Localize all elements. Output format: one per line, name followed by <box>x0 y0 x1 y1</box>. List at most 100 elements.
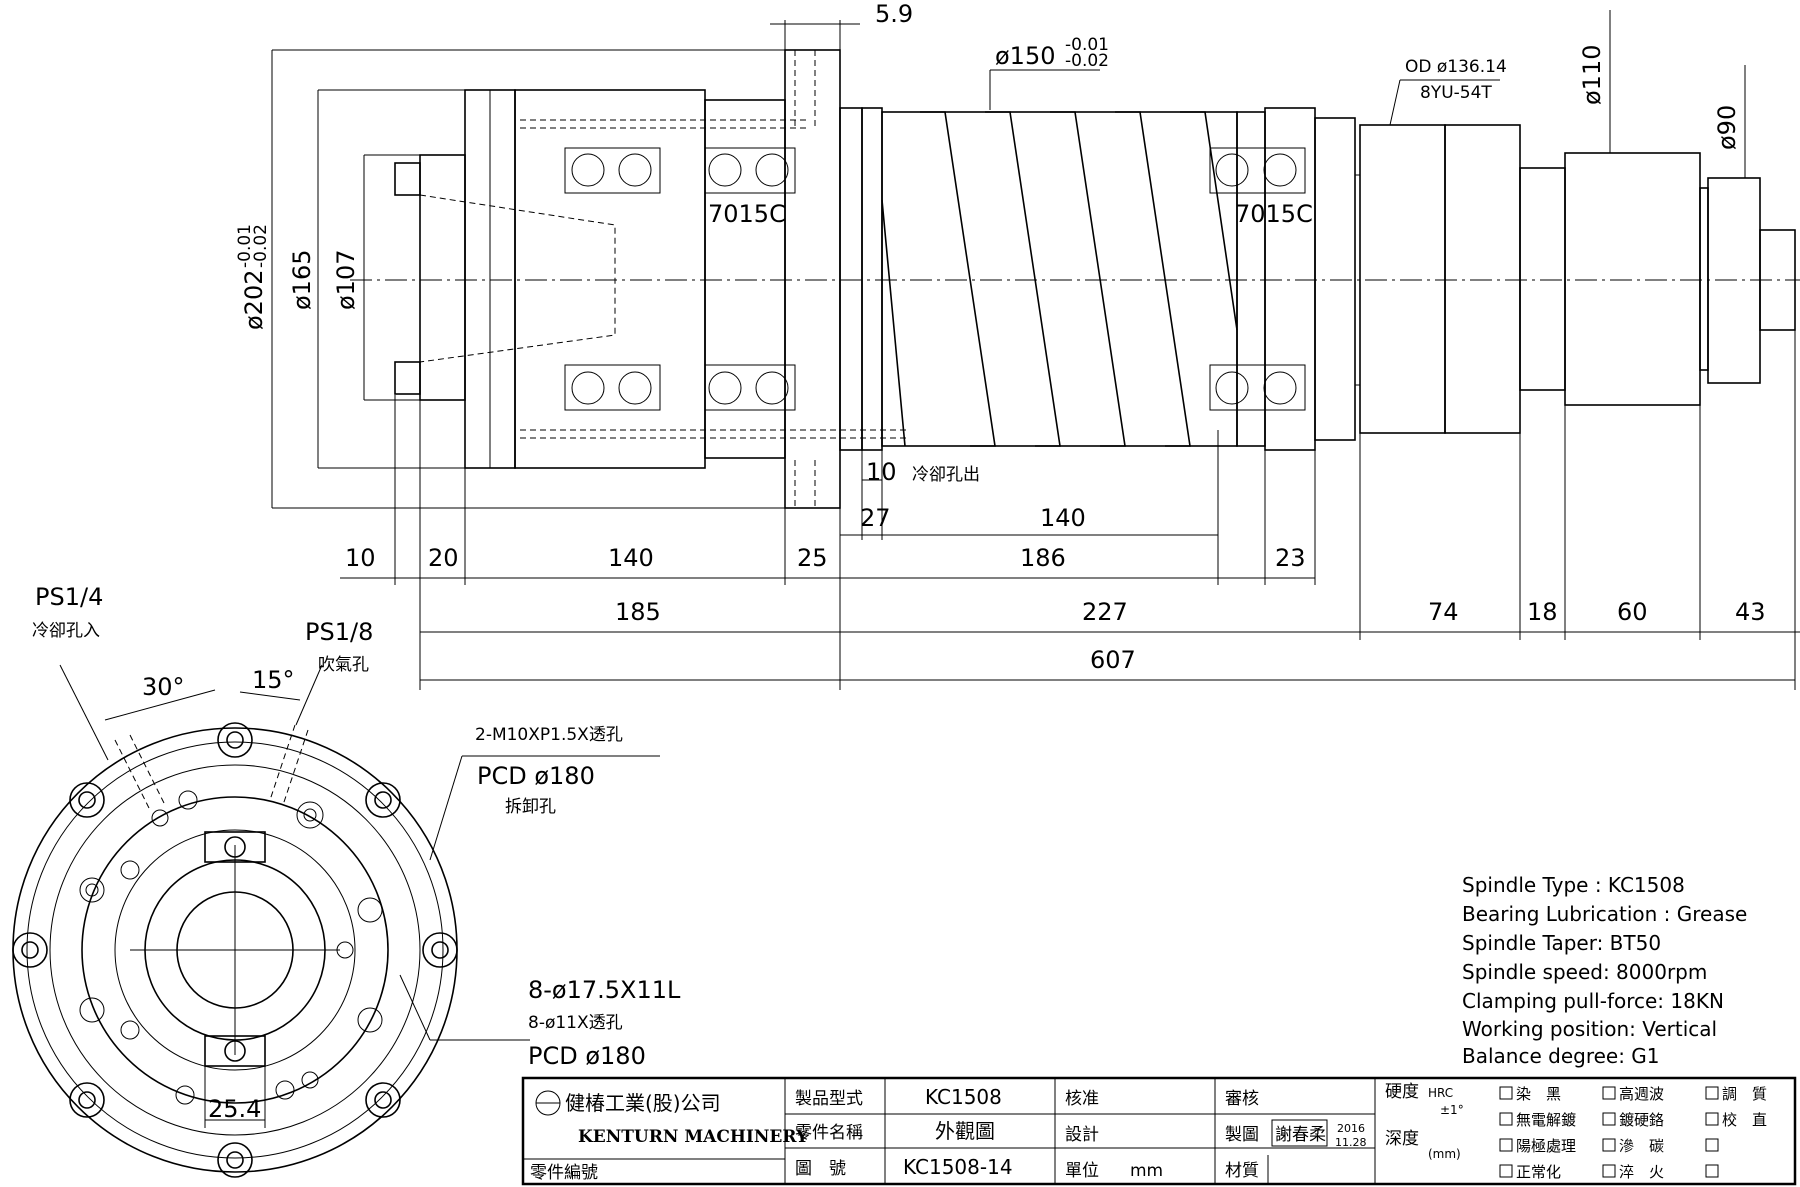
treatment-straighten: 校 直 <box>1722 1111 1767 1129</box>
checkbox[interactable] <box>1499 1112 1513 1126</box>
unit-label: 單位 <box>1065 1161 1099 1181</box>
checkbox[interactable] <box>1499 1138 1513 1152</box>
pcd-top-label: PCD ø180 <box>477 762 595 790</box>
checkbox[interactable] <box>1602 1112 1616 1126</box>
dia-202-tol-lower: -0.02 <box>251 224 271 268</box>
front-leaders <box>59 664 660 1128</box>
flange-gap-label: 5.9 <box>875 0 913 28</box>
drawing-no-label: 圖 號 <box>795 1159 846 1179</box>
ps14-desc: 冷卻孔入 <box>32 621 100 641</box>
pcd-bottom-label: PCD ø180 <box>528 1042 646 1070</box>
spiral-dia-label: ø150 <box>995 42 1056 70</box>
thread-label: 8YU-54T <box>1420 83 1492 103</box>
total-length-607: 607 <box>1090 646 1136 674</box>
spec-lubrication: Bearing Lubrication : Grease <box>1462 902 1747 926</box>
row2-dim-227: 227 <box>1082 598 1128 626</box>
ps18-desc: 吹氣孔 <box>318 655 369 675</box>
draw-label: 製圖 <box>1225 1125 1259 1145</box>
row2-dim-18: 18 <box>1527 598 1558 626</box>
spiral-tol-upper: -0.01 <box>1065 35 1109 55</box>
dia-110-label: ø110 <box>1578 45 1606 106</box>
checkbox[interactable] <box>1705 1138 1719 1152</box>
bearings <box>564 147 1306 411</box>
spiral-grooves <box>881 111 1238 447</box>
spiral-tol-lower: -0.02 <box>1065 51 1109 71</box>
row1-dim-25: 25 <box>797 544 828 572</box>
dia-107-label: ø107 <box>332 250 360 311</box>
inner-bolt-holes <box>79 790 383 1105</box>
dia-165-label: ø165 <box>288 250 316 311</box>
m10-label: 2-M10XP1.5X透孔 <box>475 725 623 745</box>
holes-11-label: 8-ø11X透孔 <box>528 1013 623 1033</box>
ps18-label: PS1/8 <box>305 618 373 646</box>
review-label: 審核 <box>1225 1089 1259 1109</box>
checkbox[interactable] <box>1602 1086 1616 1100</box>
row1-dim-140: 140 <box>608 544 654 572</box>
pcd-top-desc: 拆卸孔 <box>505 797 556 817</box>
part-no-label: 零件編號 <box>530 1163 598 1183</box>
hrc-tol: ±1° <box>1440 1103 1464 1117</box>
name-value: 外觀圖 <box>935 1119 995 1143</box>
checkbox[interactable] <box>1705 1112 1719 1126</box>
outer-bolt-holes <box>12 722 458 1178</box>
treatment-electroless: 無電解鍍 <box>1516 1111 1576 1129</box>
holes-17-label: 8-ø17.5X11L <box>528 976 681 1004</box>
name-label: 零件名稱 <box>795 1123 863 1143</box>
company-name-en: KENTURN MACHINERY <box>578 1127 809 1147</box>
title-block: 健椿工業(股)公司 KENTURN MACHINERY 零件編號 製品型式 KC… <box>521 1076 1797 1186</box>
design-label: 設計 <box>1065 1125 1099 1145</box>
front-view: PS1/4 冷卻孔入 PS1/8 吹氣孔 30° 15° 2-M10XP1.5X… <box>12 583 681 1178</box>
model-label: 製品型式 <box>795 1089 863 1109</box>
row1-dim-23: 23 <box>1275 544 1306 572</box>
spec-taper: Spindle Taper: BT50 <box>1462 931 1661 955</box>
ps14-label: PS1/4 <box>35 583 103 611</box>
checkbox[interactable] <box>1499 1164 1513 1178</box>
treatment-grid: 染 黑 高週波 調 質 無電解鍍 鍍硬鉻 校 直 陽極處理 滲 碳 正常化 淬 … <box>1499 1085 1767 1181</box>
coolant-out-label: 冷卻孔出 <box>912 465 980 485</box>
spec-pull-force: Clamping pull-force: 18KN <box>1462 989 1724 1013</box>
drawing-no-value: KC1508-14 <box>903 1155 1013 1179</box>
approve-label: 核准 <box>1065 1089 1099 1109</box>
treatment-chrome: 鍍硬鉻 <box>1619 1111 1664 1129</box>
treatment-hf: 高週波 <box>1619 1085 1664 1103</box>
checkbox[interactable] <box>1602 1138 1616 1152</box>
taper-hidden-lines <box>419 50 910 508</box>
od-label: OD ø136.14 <box>1405 57 1507 77</box>
checkbox[interactable] <box>1499 1086 1513 1100</box>
row1-dim-186: 186 <box>1020 544 1066 572</box>
angle-15: 15° <box>252 666 295 694</box>
company-name-cn: 健椿工業(股)公司 <box>565 1091 721 1115</box>
hardness-label: 硬度 <box>1385 1082 1419 1102</box>
row1-dim-10: 10 <box>345 544 376 572</box>
depth-label: 深度 <box>1385 1129 1419 1149</box>
checkbox[interactable] <box>1602 1164 1616 1178</box>
dia-202-tol-upper: -0.01 <box>235 224 255 268</box>
treatment-carburize: 滲 碳 <box>1619 1137 1664 1155</box>
hrc-label: HRC <box>1428 1086 1453 1100</box>
dim-140-upper: 140 <box>1040 504 1086 532</box>
checkbox[interactable] <box>1705 1086 1719 1100</box>
spec-position: Working position: Vertical <box>1462 1017 1717 1041</box>
treatment-temper: 調 質 <box>1722 1085 1767 1103</box>
treatment-anodize: 陽極處理 <box>1516 1137 1576 1155</box>
row2-dim-43: 43 <box>1735 598 1766 626</box>
row2-dim-74: 74 <box>1428 598 1459 626</box>
side-view: ø202 -0.01 -0.02 ø165 ø107 5.9 ø150 -0.0… <box>235 0 1800 690</box>
depth-unit: (mm) <box>1428 1147 1461 1161</box>
treatment-normalize: 正常化 <box>1516 1163 1561 1181</box>
material-label: 材質 <box>1225 1161 1259 1181</box>
row2-dim-185: 185 <box>615 598 661 626</box>
dim-10-small: 10 <box>866 458 897 486</box>
date-md: 11.28 <box>1335 1136 1367 1149</box>
dim-27: 27 <box>860 504 891 532</box>
checkbox[interactable] <box>1705 1164 1719 1178</box>
dimension-lines <box>271 10 1800 690</box>
unit-value: mm <box>1130 1161 1163 1181</box>
row2-dim-60: 60 <box>1617 598 1648 626</box>
date-year: 2016 <box>1337 1122 1365 1135</box>
treatment-black: 染 黑 <box>1516 1085 1561 1103</box>
spec-type: Spindle Type : KC1508 <box>1462 873 1685 897</box>
row1-dim-20: 20 <box>428 544 459 572</box>
dim-25-4: 25.4 <box>208 1095 261 1123</box>
